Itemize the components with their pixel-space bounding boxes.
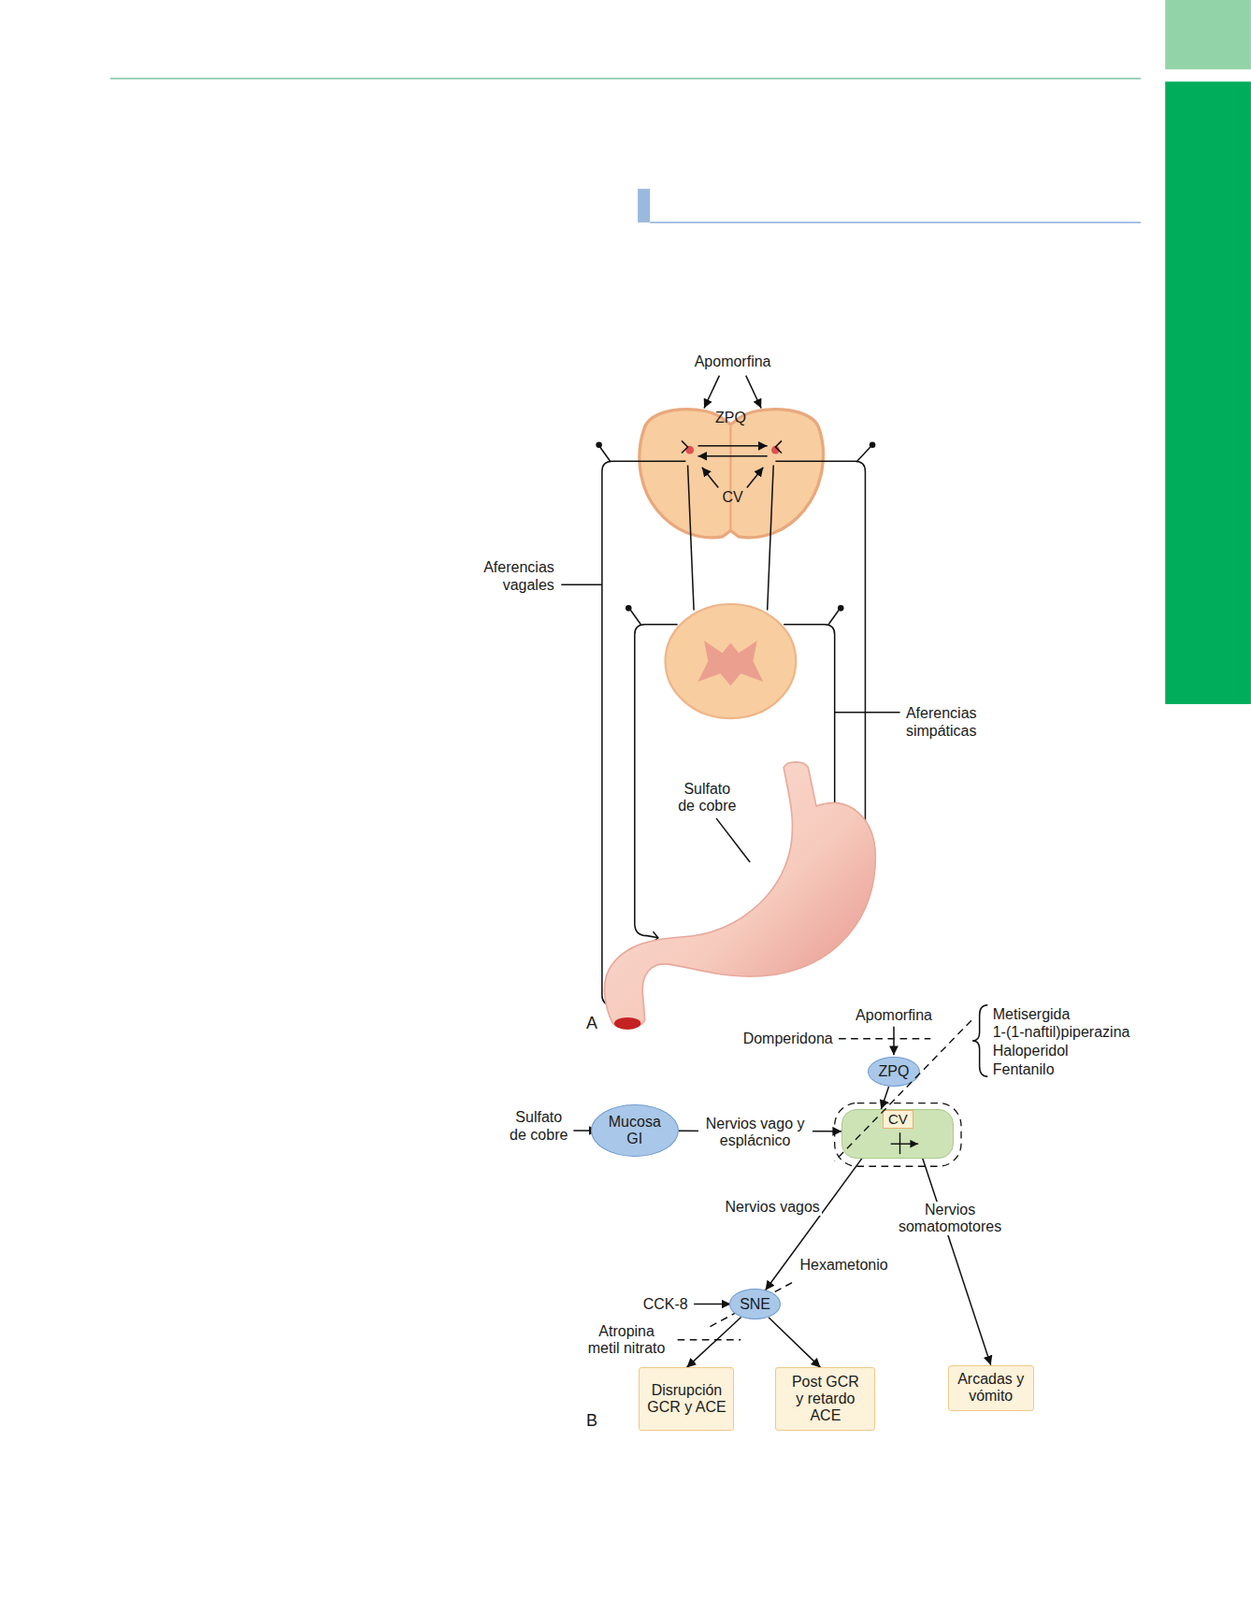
- region-label: CV: [719, 488, 745, 506]
- outcome-box: Post GCR y retardo ACE: [775, 1366, 876, 1431]
- panel-letter: B: [584, 1410, 600, 1431]
- block-line: [665, 1338, 742, 1341]
- nerve-label: Nervios vagos: [722, 1198, 821, 1216]
- block-line: [838, 1037, 931, 1040]
- nerve-label: Aferencias simpáticas: [904, 704, 993, 740]
- connector-arrow: [768, 1317, 821, 1368]
- tab-top: [1164, 0, 1251, 70]
- region-label: ZPQ: [713, 409, 748, 427]
- text-holder: CV: [882, 1109, 914, 1128]
- nerve-label: Nervios somatomotores: [895, 1201, 1005, 1237]
- stimulus-label: Sulfato de cobre: [505, 1108, 572, 1144]
- antagonist-label: Haloperidol: [991, 1042, 1071, 1060]
- leader-line: [716, 818, 750, 863]
- input-arrow: [892, 1026, 895, 1056]
- text-holder: Disrupción GCR y ACE: [646, 1381, 727, 1417]
- heading-rule: [649, 221, 1141, 224]
- leader-line: [834, 711, 901, 714]
- midline: [729, 426, 732, 531]
- leader-line: [560, 583, 603, 586]
- antagonist-label: Atropina metil nitrato: [580, 1322, 674, 1358]
- ganglion-stub: [600, 446, 611, 461]
- descending-tract: [688, 465, 695, 611]
- ganglion-stub: [828, 610, 839, 625]
- panel-letter: A: [584, 1013, 600, 1034]
- connector-arrow: [686, 1317, 741, 1368]
- synapse: [681, 440, 782, 453]
- center-label: CV: [882, 1109, 914, 1128]
- node-label: Mucosa GI: [605, 1113, 664, 1149]
- center-box: CV: [841, 1108, 954, 1158]
- grey-matter: [697, 640, 763, 686]
- side-tab: [1164, 81, 1251, 705]
- drug-arrow: [746, 375, 762, 409]
- text-holder: Post GCR y retardo ACE: [786, 1373, 865, 1425]
- node-label: SNE: [739, 1295, 771, 1313]
- drug-label: Apomorfina: [853, 1006, 935, 1024]
- antagonist-label: Hexametonio: [797, 1256, 890, 1274]
- text-holder: Arcadas y vómito: [955, 1370, 1027, 1406]
- node-label: Post GCR y retardo ACE: [786, 1373, 865, 1425]
- commissural-arrow: [697, 455, 767, 458]
- outcome-box: Arcadas y vómito: [948, 1365, 1035, 1411]
- text-holder: Mucosa GI: [605, 1113, 664, 1149]
- center-ellipse: ZPQ: [867, 1056, 921, 1088]
- ganglion-stub: [630, 610, 641, 625]
- ganglion: [869, 441, 877, 448]
- stimulus-label: Sulfato de cobre: [674, 780, 740, 816]
- system-ellipse: SNE: [729, 1288, 781, 1320]
- cv-arrow: [747, 467, 763, 489]
- drug-arrow: [704, 375, 719, 409]
- ganglion: [625, 604, 633, 612]
- antagonist-label: Fentanilo: [991, 1061, 1057, 1079]
- block-line: [710, 1281, 794, 1327]
- node-label: Disrupción GCR y ACE: [646, 1381, 727, 1417]
- drug-label: Apomorfina: [692, 353, 774, 371]
- stomach: [604, 762, 877, 1028]
- nerve-label: Aferencias vagales: [472, 559, 557, 594]
- cv-block-outline: [834, 1103, 962, 1167]
- node-label: Arcadas y vómito: [955, 1370, 1027, 1406]
- block-line: [834, 1020, 972, 1162]
- descending-tract: [767, 465, 775, 611]
- ganglion: [595, 441, 603, 448]
- text-holder: ZPQ: [878, 1063, 910, 1080]
- nerve-label: Nervios vago y esplácnico: [698, 1115, 813, 1151]
- text-holder: SNE: [739, 1295, 771, 1313]
- duodenum-lumen: [614, 1017, 641, 1030]
- header-rule: [110, 77, 1141, 80]
- brainstem: [639, 409, 824, 538]
- ganglion: [837, 604, 845, 612]
- antagonist-label: 1-(1-naftil)piperazina: [991, 1023, 1133, 1041]
- heading-bar: [637, 188, 650, 223]
- vagal-afferent: [602, 460, 686, 1006]
- node-label: ZPQ: [878, 1063, 910, 1080]
- connector-arrow: [922, 1158, 992, 1366]
- cv-arrow: [702, 467, 719, 489]
- ganglion-stub: [857, 446, 871, 461]
- bracket: [972, 1005, 988, 1077]
- tissue-ellipse: Mucosa GI: [590, 1104, 679, 1158]
- spinal-cord: [665, 603, 797, 719]
- antagonist-label: Metisergida: [991, 1006, 1073, 1023]
- input-arrow: [693, 1303, 731, 1306]
- stimulus-label: CCK-8: [641, 1295, 691, 1313]
- outcome-box: Disrupción GCR y ACE: [638, 1366, 734, 1431]
- antagonist-label: Domperidona: [741, 1030, 835, 1048]
- commissural-arrow: [697, 445, 767, 447]
- connector-arrow: [880, 1086, 889, 1109]
